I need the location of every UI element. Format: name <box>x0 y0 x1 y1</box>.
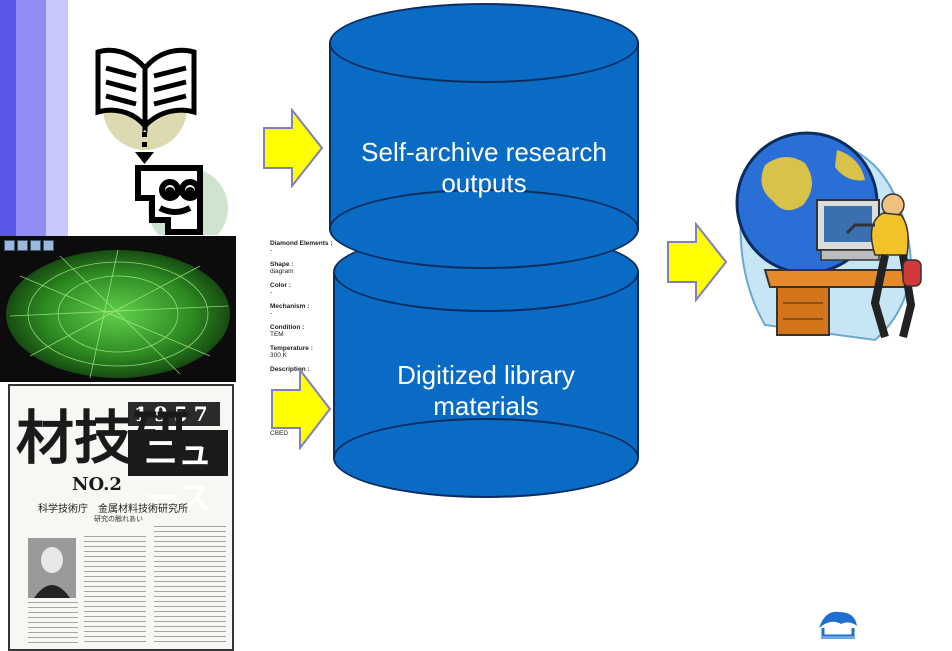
image-viewer-toolbar <box>4 240 54 251</box>
meta-key: Color : <box>270 282 291 289</box>
database-cylinder-self-archive: Self-archive research outputs <box>329 3 639 271</box>
save-icon <box>4 240 15 251</box>
dotted-arrow <box>135 132 154 164</box>
newspaper-column-1 <box>84 536 146 646</box>
reader-clipart <box>90 20 240 248</box>
newspaper-column-3 <box>28 602 78 646</box>
newspaper-portrait <box>28 538 76 598</box>
print-icon <box>17 240 28 251</box>
email-icon <box>30 240 41 251</box>
arrow-right-icon <box>666 222 728 302</box>
newspaper-column-2 <box>154 526 226 646</box>
open-book-icon <box>95 47 197 134</box>
newspaper-subtitle: 研究の触れあい <box>94 515 143 523</box>
newspaper-year: 1957 <box>128 402 220 426</box>
database-cylinder-digitized: Digitized library materials <box>333 232 639 502</box>
meta-key: Mechanism : <box>270 303 310 310</box>
meta-value: - <box>270 247 273 254</box>
globe-computer-user-icon <box>725 105 925 350</box>
meta-value: - <box>270 310 273 317</box>
meta-key: Temperature : <box>270 345 313 352</box>
diffraction-image-icon <box>0 236 236 382</box>
institution-logo-icon <box>815 606 861 640</box>
accent-stripe-divider <box>68 0 70 240</box>
accent-stripe-light <box>46 0 68 240</box>
newspaper-issue: NO.2 <box>72 474 122 495</box>
meta-key: Condition : <box>270 324 305 331</box>
cylinder-label-self-archive: Self-archive research outputs <box>361 137 607 199</box>
arrow-right-icon <box>270 368 332 450</box>
reader-face-icon <box>135 165 203 235</box>
cylinder-label-digitized: Digitized library materials <box>397 360 575 422</box>
newspaper-year-block: 1957 <box>128 402 220 426</box>
newspaper-publisher: 科学技術庁 金属材料技術研究所 <box>38 504 188 515</box>
metadata-record: Diamond Elements : - Shape : diagram Col… <box>270 240 360 444</box>
meta-key: Diamond Elements : <box>270 240 333 247</box>
accent-stripe-mid <box>16 0 46 240</box>
meta-trailing-value: CBED <box>270 430 289 437</box>
meta-key: Shape : <box>270 261 294 268</box>
meta-value: - <box>270 289 273 296</box>
cylinder-top <box>329 3 639 83</box>
accent-stripe-dark <box>0 0 16 240</box>
cylinder-bottom <box>329 189 639 269</box>
meta-key: Description : <box>270 366 310 373</box>
cylinder-bottom <box>333 418 639 498</box>
arrow-right-icon <box>262 108 324 188</box>
meta-value: 300 K <box>270 352 287 359</box>
meta-value: TEM <box>270 331 284 338</box>
newspaper-masthead-banner: ニュース <box>128 430 228 519</box>
window-icon <box>43 240 54 251</box>
newspaper-scan-icon: 1957 材技研 ニュース NO.2 科学技術庁 金属材料技術研究所 研究の触れ… <box>8 384 234 651</box>
meta-value: diagram <box>270 268 294 275</box>
